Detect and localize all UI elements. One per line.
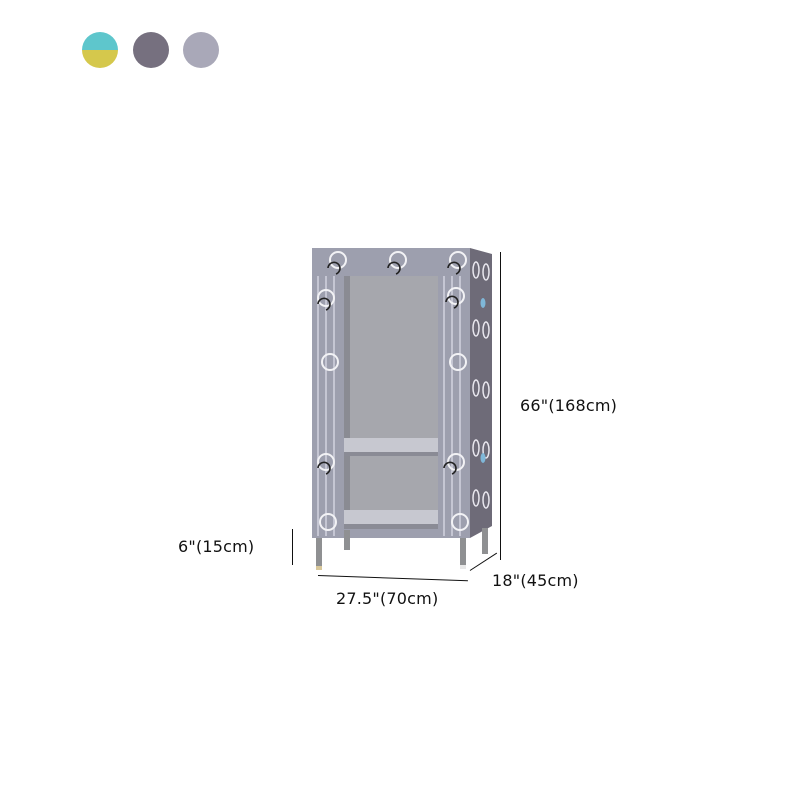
- height-label: 66"(168cm): [520, 396, 618, 415]
- color-swatch-dark-gray[interactable]: [133, 32, 169, 68]
- depth-label: 18"(45cm): [492, 571, 579, 590]
- width-label: 27.5"(70cm): [336, 589, 439, 608]
- color-swatch-light-gray[interactable]: [183, 32, 219, 68]
- swatch-top-half: [82, 32, 118, 50]
- height-dimension-line: [500, 252, 501, 560]
- leg-height-dimension-line: [292, 529, 293, 565]
- wardrobe-product-image: [310, 248, 510, 578]
- color-swatch-teal-yellow[interactable]: [82, 32, 118, 68]
- wardrobe-illustration: [312, 248, 492, 570]
- swatch-bottom-half: [82, 50, 118, 68]
- leg-height-label: 6"(15cm): [178, 537, 255, 556]
